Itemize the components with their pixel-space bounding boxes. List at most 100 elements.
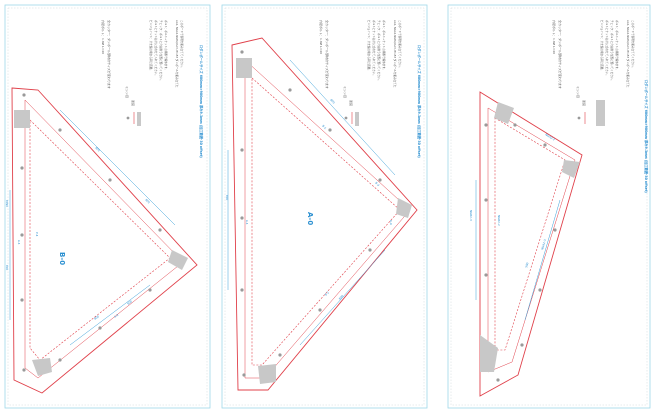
a0-instructions: ピンジョイント：穴を板の端から同じ距離。 ボルトとナットは穴に合わせて入れてくだ… <box>367 20 402 88</box>
a0-color-note: 塗装 <box>349 100 354 106</box>
b0-dims: 800 800 8090 800 800 500 A-1 A-2 P-4 <box>5 146 151 321</box>
hole <box>240 148 244 152</box>
hole <box>328 128 332 132</box>
hole <box>58 358 62 362</box>
a0-dims: 800 800 800 B-1 B-3 A-4 B-2 A-1 <box>225 98 393 301</box>
sheet-b0: B-0 ロダンボールサイズ 600mm×900mm 厚み9.3mm (加工範囲-… <box>4 4 211 409</box>
dim-label: A-4 <box>389 220 393 225</box>
c0-instructions: ピンジョイント：穴を板の端から同じ距離。 ボルトとナットは穴に合わせて入れてくだ… <box>600 20 635 88</box>
hole <box>58 128 62 132</box>
c0-hole-note: 穴径ボルト：1.8Ø L=40 <box>552 20 557 54</box>
a0-dim-line-1 <box>289 59 396 176</box>
sheet-b0-border <box>4 4 211 409</box>
b0-holes <box>20 93 162 372</box>
b0-legend-color-swatch <box>137 112 141 126</box>
instruction-line: ボルトとナットは穴に合わせて入れてください。 <box>372 20 376 77</box>
a0-hole-note: 穴径ボルト：1.8Ø L=40 <box>319 20 324 54</box>
a0-fold-line <box>251 77 401 366</box>
b0-instructions: ピンジョイント：穴を板の端から同じ距離。 ボルトとナットは穴に合わせて入れてくだ… <box>149 20 184 88</box>
dim-label: 800 <box>338 294 345 301</box>
hole <box>240 50 244 54</box>
b0-overlap-top <box>14 110 30 128</box>
a0-part-label: A-0 <box>306 212 314 225</box>
a0-overlap-right <box>396 198 412 218</box>
hole <box>553 228 557 232</box>
dim-label: B-3 <box>374 181 380 187</box>
dim-label: 800 <box>225 195 229 201</box>
dim-label: B-2 <box>324 290 330 296</box>
instruction-line: ボルト：ボルト→ナットの順番で締めます。 <box>164 20 168 71</box>
sheet-a0-border <box>221 4 428 409</box>
instruction-line: チェック：ボルトと穴は揃う位置に置いてください。 <box>377 20 381 82</box>
hole <box>20 233 24 237</box>
dim-label: 800 <box>144 198 151 205</box>
a0-legend-color-swatch <box>355 112 359 126</box>
instruction-line: AA2, NGA2-NGB2/AA3, B1-B3 ダンボールを組み立てた <box>175 20 179 88</box>
sheet-a0: A-0 ロダンボールサイズ 600mm×900mm 厚み9.3mm (加工範囲-… <box>221 4 428 409</box>
a0-cut-outline <box>231 37 418 391</box>
instruction-line: ボルト：ボルト→ナットの順番で締めます。 <box>615 20 619 71</box>
instruction-line: このボードで表現を組み立ててください。 <box>398 20 402 69</box>
hole <box>543 143 547 147</box>
hole <box>240 288 244 292</box>
hole <box>22 93 26 97</box>
dim-label: A-1 <box>17 240 21 245</box>
a0-inner-edge <box>244 59 411 379</box>
dim-label: A-1 <box>245 220 249 225</box>
instruction-line: ボルトとナットは穴に合わせて入れてください。 <box>154 20 158 77</box>
dim-label: A-2 <box>113 313 119 319</box>
b0-legend-hole-swatch <box>126 116 130 120</box>
a0-sheet-title: ロダンボールサイズ 600mm×900mm 厚み9.3mm (加工範囲-30 o… <box>417 45 422 158</box>
sheet-c0-inner-border <box>450 7 648 406</box>
c0-dim-line-2 <box>524 199 561 321</box>
instruction-line: ピンジョイント：穴を板の端から同じ距離。 <box>367 20 371 72</box>
hole <box>240 216 244 220</box>
instruction-line: ピンジョイント：穴を板の端から同じ距離。 <box>600 20 604 72</box>
a0-dim-line-3 <box>299 249 386 346</box>
c0-cut-note: 全カッター：ダンボール部材のサイズが変わります <box>558 20 563 89</box>
sheet-c0-border <box>447 4 651 409</box>
b0-hole-note: 穴径ボルト：1.8Ø L=40 <box>101 20 106 54</box>
c0-inner-edge <box>487 107 576 373</box>
b0-overlap-bottom <box>32 358 52 376</box>
c0-fold-note: ミシン目 <box>576 86 580 98</box>
c0-fold-line <box>494 117 566 351</box>
instruction-line: AA2, NGA2-NGB2/AA3, B1-B3 ダンボールを組み立てた <box>393 20 397 88</box>
a0-legend-hole-swatch <box>344 116 348 120</box>
hole <box>158 228 162 232</box>
a0-overlap-top <box>236 58 252 78</box>
instruction-line: チェック：ボルトと穴は揃う位置に置いてください。 <box>159 20 163 82</box>
hole <box>378 178 382 182</box>
a0-overlap-bottom <box>258 364 276 384</box>
b0-cut-note: 全カッター：ダンボール部材のサイズが変わります <box>107 20 112 89</box>
dim-label: NGB2-3 <box>469 210 473 221</box>
sheet-a0-inner-border <box>224 7 425 406</box>
b0-sheet-title: ロダンボールサイズ 600mm×900mm 厚み9.3mm (加工範囲-30 o… <box>199 45 204 158</box>
hole <box>20 166 24 170</box>
hole <box>20 298 24 302</box>
dim-label: 500 <box>524 262 529 268</box>
sheet-b0-inner-border <box>7 7 208 406</box>
b0-color-note: 塗装 <box>131 100 136 106</box>
hole <box>22 368 26 372</box>
a0-fold-note: ミシン目 <box>343 86 347 98</box>
hole <box>318 308 322 312</box>
c0-legend-hole-swatch <box>577 116 581 120</box>
c0-legend-color-swatch <box>596 100 605 126</box>
hole <box>108 178 112 182</box>
instruction-line: ボルトとナットは穴に合わせて入れてください。 <box>605 20 609 77</box>
hole <box>538 288 542 292</box>
c0-color-note: 塗装 <box>582 100 587 106</box>
instruction-line: このボードで表現を組み立ててください。 <box>180 20 184 69</box>
dim-label: 8090 <box>5 200 9 207</box>
b0-overlap-right <box>168 250 188 270</box>
b0-dim-line-3 <box>69 284 151 346</box>
b0-inner-edge <box>24 99 184 379</box>
b0-cut-outline <box>11 87 198 394</box>
a0-cut-note: 全カッター：ダンボール部材のサイズが変わります <box>325 20 330 89</box>
dim-label: 800 <box>5 265 9 271</box>
dim-label: P-4 <box>35 232 39 237</box>
instruction-line: ピンジョイント：穴を板の端から同じ距離。 <box>149 20 153 72</box>
b0-dim-line-1 <box>59 109 176 226</box>
